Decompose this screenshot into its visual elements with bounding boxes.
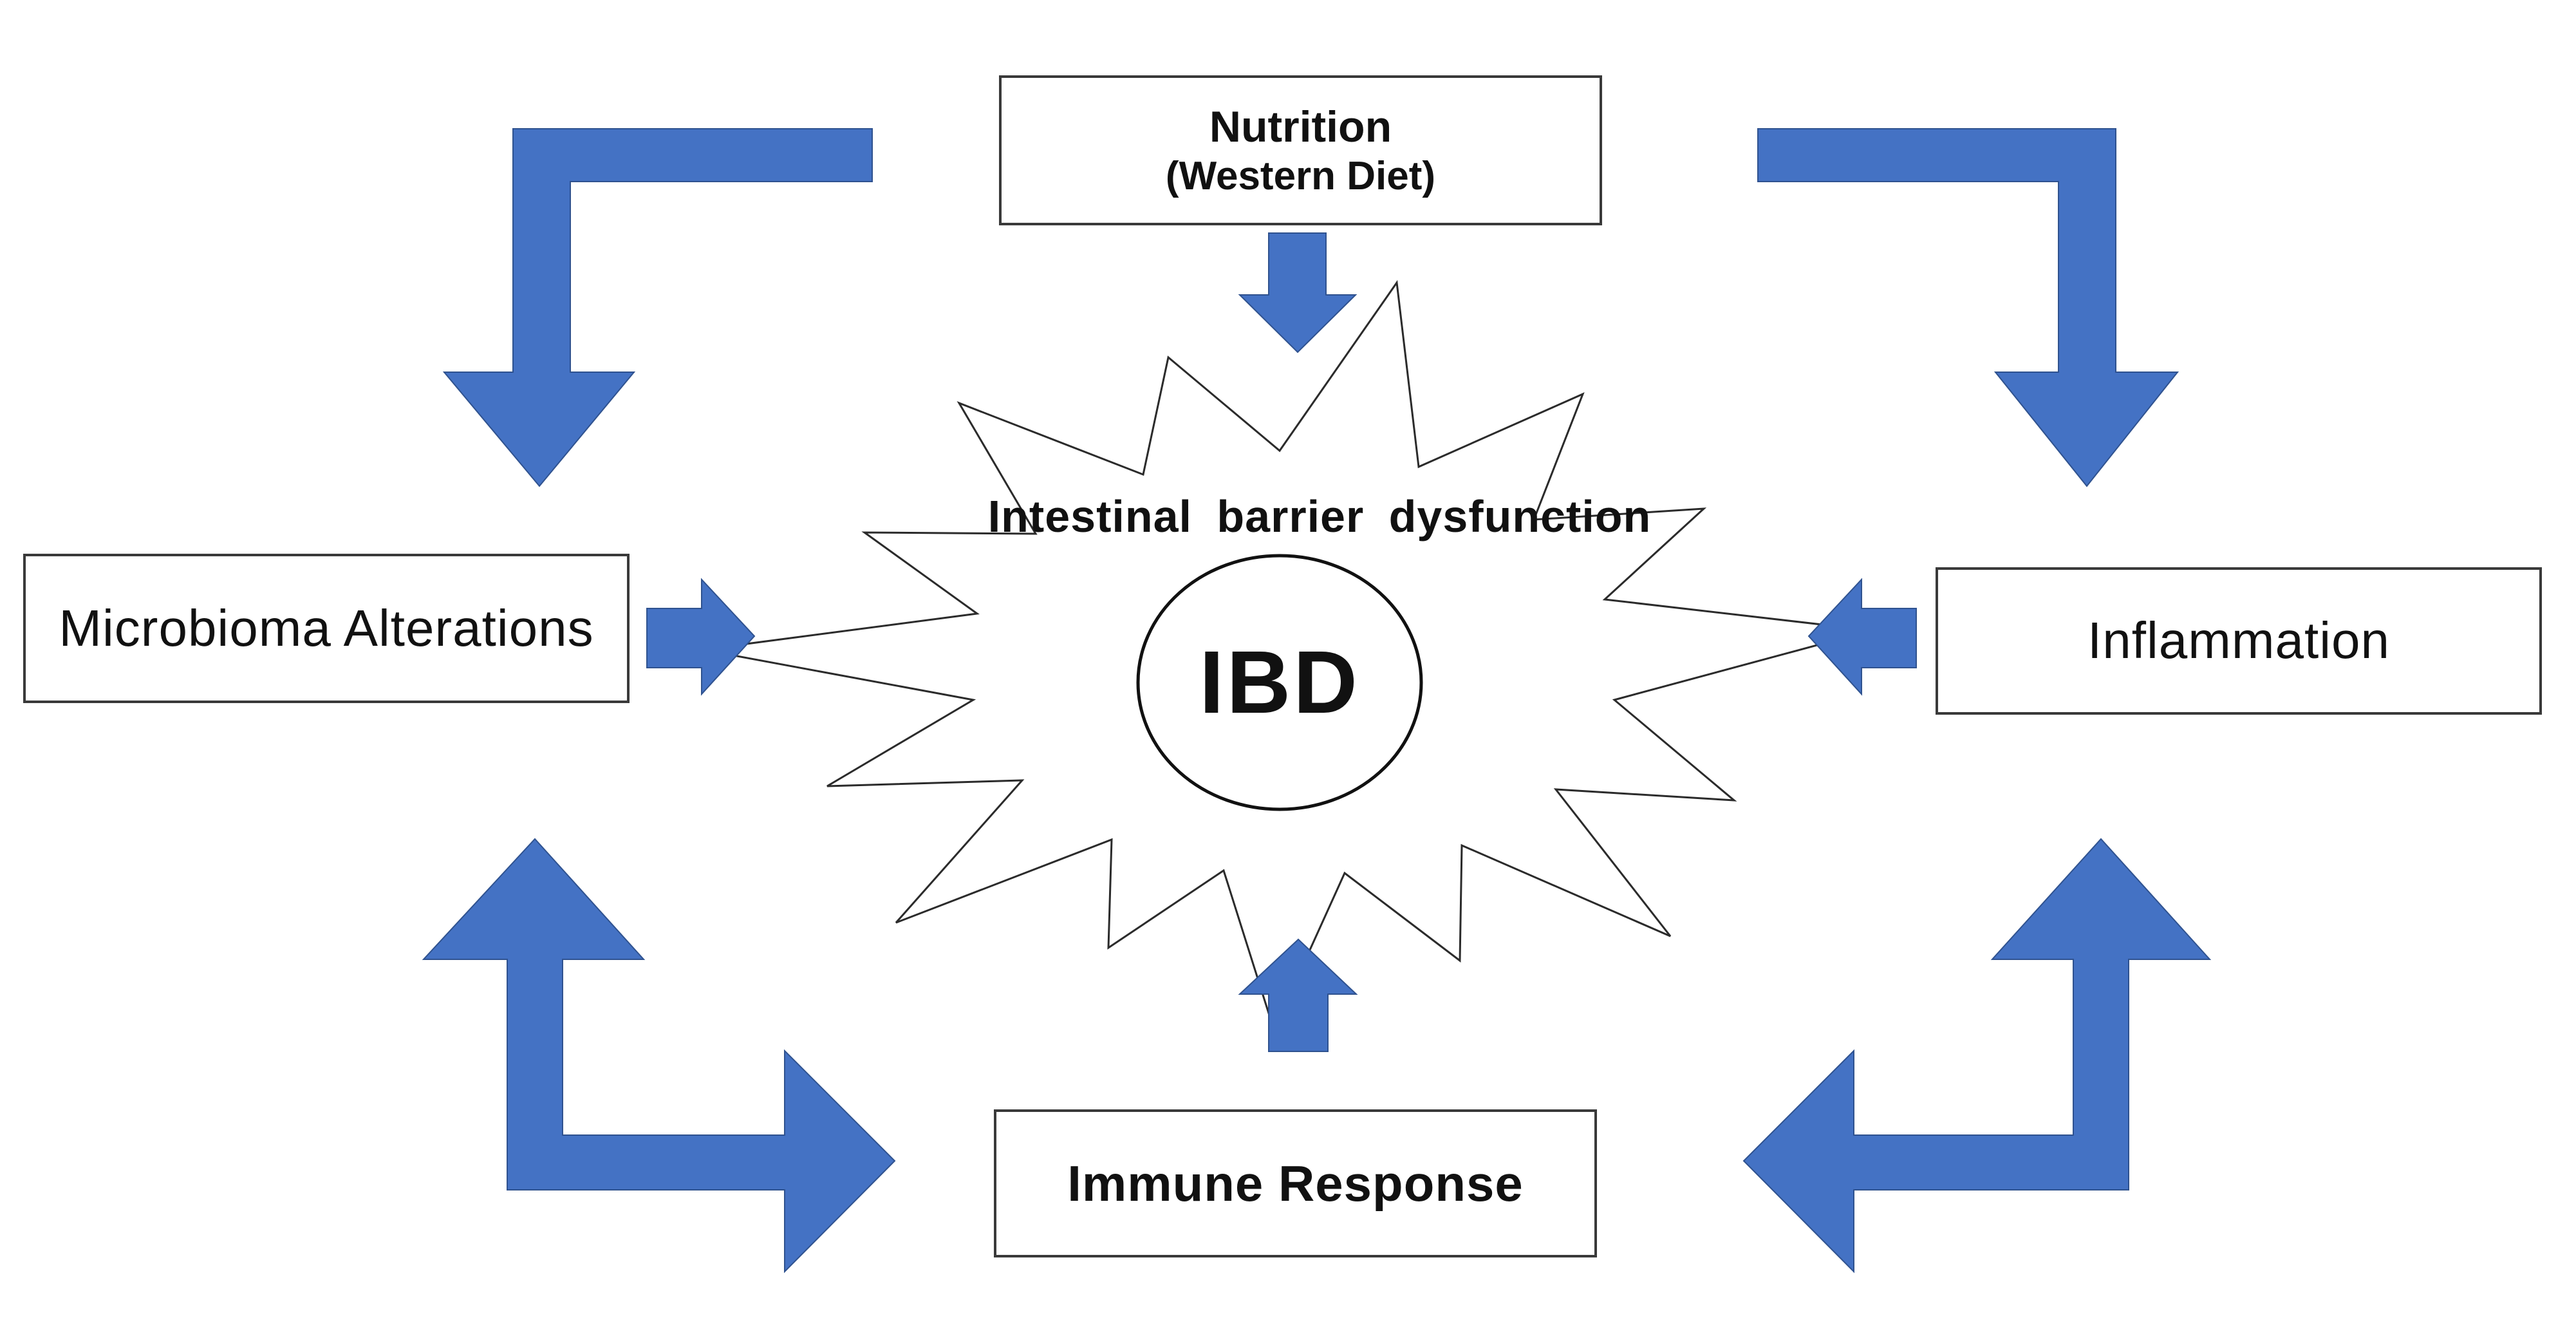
immune-response-label: Immune Response [1067,1154,1524,1212]
microbioma-label: Microbioma Alterations [59,599,594,657]
intestinal-barrier-dysfunction-label: Intestinal barrier dysfunction [987,491,1652,541]
up-arrow-immune-to-ibd [1238,938,1358,1052]
nutrition-label-line2: (Western Diet) [1165,154,1436,199]
node-immune-response: Immune Response [994,1109,1597,1257]
double-arrow-bottom-right [1742,838,2212,1274]
node-nutrition: Nutrition (Western Diet) [999,75,1602,225]
left-arrow-inflammation-to-ibd [1807,578,1917,696]
inflammation-label: Inflammation [2087,612,2390,670]
node-inflammation: Inflammation [1936,567,2542,715]
elbow-arrow-top-right [1757,128,2179,487]
elbow-arrow-top-left [442,128,873,487]
ibd-circle [1136,554,1423,811]
ibd-label: IBD [1199,632,1360,732]
right-arrow-microbioma-to-ibd [646,578,756,696]
node-microbioma: Microbioma Alterations [23,554,630,703]
nutrition-label-line1: Nutrition [1209,102,1392,151]
double-arrow-bottom-left [422,838,896,1274]
down-arrow-nutrition-to-ibd [1238,232,1358,353]
